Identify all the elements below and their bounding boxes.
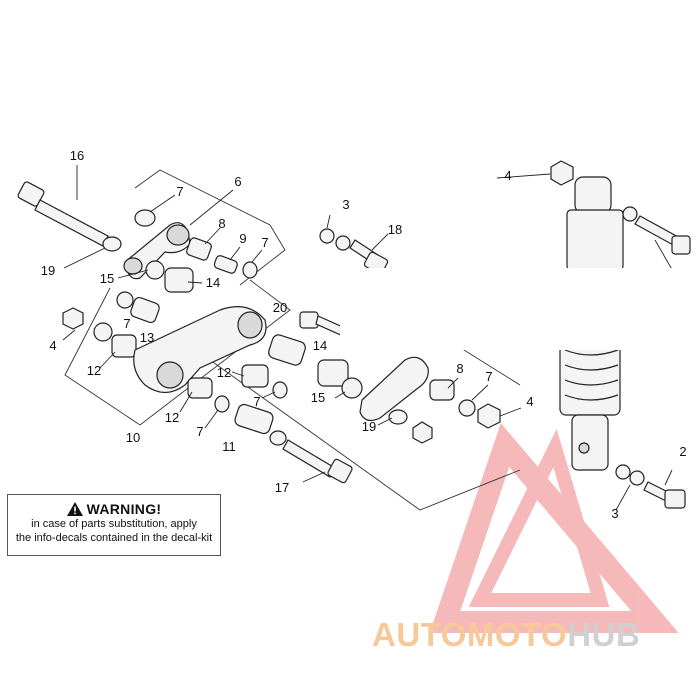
bushing-8-mid <box>429 379 455 401</box>
callout-c10: 10 <box>126 430 140 445</box>
warning-line-1: in case of parts substitution, apply <box>31 518 197 530</box>
bolt-17 <box>282 439 353 484</box>
washer-3-bottom-a <box>615 464 631 480</box>
bearing-12-lower <box>187 377 213 399</box>
callout-c12a: 12 <box>87 363 101 378</box>
callout-c11: 11 <box>222 439 236 454</box>
callout-c8a: 8 <box>218 216 225 231</box>
callout-c18: 18 <box>388 222 402 237</box>
callout-c14a: 14 <box>206 275 220 290</box>
callout-c4b: 4 <box>526 394 533 409</box>
callout-c8b: 8 <box>456 361 463 376</box>
callout-c12c: 12 <box>165 410 179 425</box>
nut-4-left <box>62 307 84 330</box>
bolt-2-bottom <box>643 481 686 509</box>
washer-7-top <box>134 209 156 227</box>
bushing-13 <box>130 296 160 324</box>
bolt-16 <box>17 181 109 247</box>
callout-c6: 6 <box>234 174 241 189</box>
bearing-12-mid <box>241 364 269 388</box>
washer-3-top-a <box>319 228 335 244</box>
rocker-link-right <box>359 356 429 422</box>
callout-c12b: 12 <box>217 365 231 380</box>
washer-7-left <box>116 291 134 309</box>
callout-c4c: 4 <box>504 168 511 183</box>
callout-c19b: 19 <box>362 419 376 434</box>
callout-c7e: 7 <box>196 424 203 439</box>
callout-c3a: 3 <box>342 197 349 212</box>
washer-bolt-17 <box>269 430 287 446</box>
washer-7-mid <box>272 381 288 399</box>
seal-15-mid <box>341 377 363 399</box>
callout-c7b: 7 <box>261 235 268 250</box>
washer-7-right <box>242 261 258 279</box>
washer-19-mid <box>388 409 408 425</box>
warning-triangle-icon <box>66 502 83 516</box>
sleeve-9 <box>213 255 238 274</box>
rocker-link-6 <box>123 222 191 280</box>
washer-7-lower-left <box>93 322 113 342</box>
warning-line-2: the info-decals contained in the decal-k… <box>15 532 213 544</box>
callout-c7a: 7 <box>176 184 183 199</box>
callout-c20: 20 <box>273 300 287 315</box>
bushing-11 <box>234 403 274 435</box>
washer-7-lower <box>214 395 230 413</box>
linkage-arm-10 <box>133 306 267 394</box>
smudged-area <box>340 268 700 350</box>
warning-box: WARNING! in case of parts substitution, … <box>7 494 221 556</box>
callout-c4a: 4 <box>49 338 56 353</box>
washer-3-top-b <box>335 235 351 251</box>
watermark-text-part1: AUTOMOTO <box>372 616 568 653</box>
callout-c15b: 15 <box>311 390 325 405</box>
callout-c17: 17 <box>275 480 289 495</box>
callout-c14b: 14 <box>313 338 327 353</box>
watermark-text: AUTOMOTOHUB <box>372 616 692 656</box>
callout-c7f: 7 <box>485 369 492 384</box>
callout-c7d: 7 <box>253 394 260 409</box>
washer-7-right-mid <box>458 399 476 417</box>
bearing-14-mid <box>317 359 349 387</box>
washer-3-bottom-b <box>629 470 645 486</box>
callout-c7c: 7 <box>123 316 130 331</box>
warning-heading: WARNING! <box>8 501 220 517</box>
seal-15-top <box>145 260 165 280</box>
callout-c2b: 2 <box>679 444 686 459</box>
bushing-20 <box>268 334 306 366</box>
nut-4-mid <box>412 421 433 444</box>
nut-4-shock <box>550 160 574 186</box>
bearing-14-top <box>164 267 194 293</box>
bearing-12-left <box>111 334 137 358</box>
callout-c3b: 3 <box>611 506 618 521</box>
warning-title: WARNING! <box>86 501 162 517</box>
bolt-14-mid <box>299 311 346 337</box>
callout-c9: 9 <box>239 231 246 246</box>
watermark-text-part2: HUB <box>567 616 641 653</box>
callout-labels: 1667897191514713412203182141271271110151… <box>41 148 687 521</box>
watermark-logo <box>429 423 679 633</box>
washer-19-top <box>102 236 122 252</box>
callout-c16: 16 <box>70 148 84 163</box>
leader-lines <box>62 165 679 511</box>
callout-c13: 13 <box>140 330 154 345</box>
callout-c15a: 15 <box>100 271 114 286</box>
callout-c19a: 19 <box>41 263 55 278</box>
nut-4-right <box>477 403 501 429</box>
